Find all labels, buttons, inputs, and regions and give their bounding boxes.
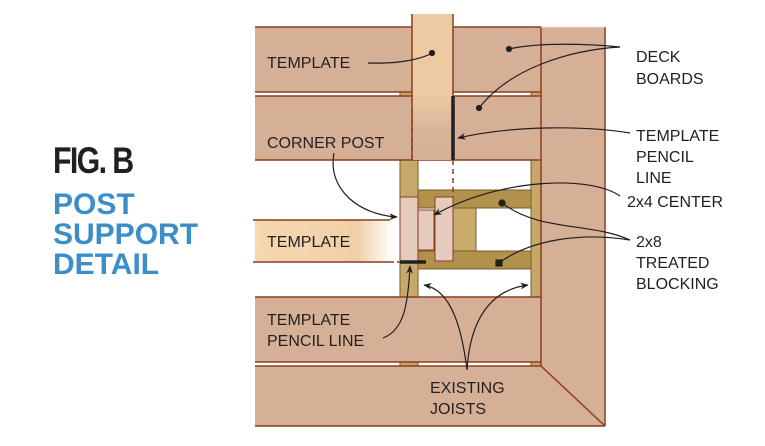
- deck-board-2: [255, 96, 541, 160]
- label-blocking-2: TREATED: [636, 255, 709, 272]
- leader-lines: [332, 43, 631, 371]
- figure-title: FIG. B: [53, 140, 134, 181]
- label-existing-joists-2: JOISTS: [430, 401, 486, 418]
- deck-board-3: [255, 297, 541, 362]
- template-vertical: [411, 14, 455, 197]
- label-pencil-line-right-2: PENCIL: [636, 149, 694, 166]
- leader-joist-left: [423, 283, 468, 371]
- leader-blocking-2: [498, 236, 631, 264]
- leader-pencil-line-top: [457, 127, 631, 140]
- center-2x4: [451, 207, 477, 252]
- label-corner-post: CORNER POST: [267, 135, 385, 152]
- figure-subtitle: POST SUPPORT DETAIL: [53, 190, 198, 280]
- label-template-top: TEMPLATE: [267, 55, 350, 72]
- label-template-pencil-line-2: PENCIL LINE: [267, 333, 364, 350]
- leader-template-top: [367, 52, 433, 64]
- label-blocking-3: BLOCKING: [636, 276, 719, 293]
- post-left: [399, 196, 419, 262]
- deck-board-1: [255, 27, 541, 92]
- post-inner-block: [417, 209, 435, 251]
- template-horizontal: [253, 219, 426, 264]
- label-existing-joists-1: EXISTING: [430, 380, 505, 397]
- leader-dot: [428, 49, 436, 57]
- leader-deck-board-2: [478, 46, 621, 109]
- leader-joist-right: [466, 282, 529, 371]
- subtitle-line: SUPPORT: [53, 218, 199, 251]
- label-blocking-1: 2x8: [636, 234, 662, 251]
- label-deck-boards-2: BOARDS: [636, 71, 704, 88]
- leader-2x4-center: [433, 182, 621, 216]
- label-template-left: TEMPLATE: [267, 234, 350, 251]
- leader-blocking-1: [501, 202, 631, 241]
- label-2x4-center: 2x4 CENTER: [627, 194, 723, 211]
- label-template-pencil-line-1: TEMPLATE: [267, 312, 350, 329]
- leader-deck-board-1: [508, 43, 621, 50]
- leader-dot: [495, 259, 503, 267]
- subtitle-line: POST: [53, 188, 135, 221]
- labels: TEMPLATE CORNER POST TEMPLATE TEMPLATE P…: [267, 49, 723, 418]
- label-deck-boards-1: DECK: [636, 49, 681, 66]
- leader-corner-post: [332, 152, 398, 220]
- deck-boards: [255, 26, 606, 427]
- subtitle-line: DETAIL: [53, 248, 160, 281]
- leader-pencil-line-bottom: [382, 265, 413, 339]
- deck-board-bottom: [255, 366, 605, 426]
- leader-dot: [505, 45, 513, 53]
- label-pencil-line-right-3: LINE: [636, 170, 672, 187]
- leader-dot: [475, 104, 483, 112]
- label-pencil-line-right-1: TEMPLATE: [636, 128, 719, 145]
